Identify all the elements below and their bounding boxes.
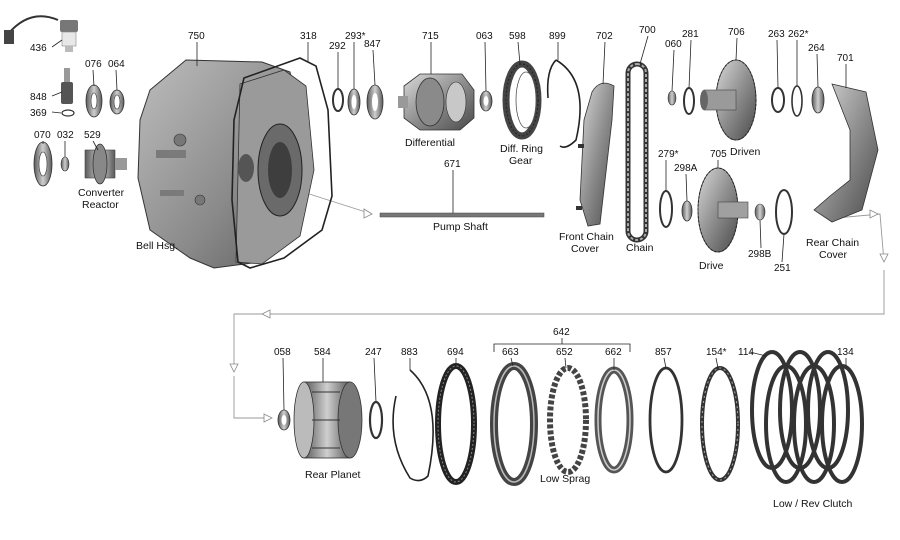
part-num-750: 750: [188, 31, 205, 42]
part-num-436: 436: [30, 43, 47, 54]
gasket-318: [231, 57, 333, 269]
flow-arrows: [229, 191, 889, 423]
driven-sprocket-706: [700, 59, 757, 141]
low-rev-clutch-pack: [750, 350, 864, 484]
part-num-064: 064: [108, 59, 125, 70]
converter-reactor-parts: [33, 141, 127, 187]
part-num-292: 292: [329, 41, 346, 52]
part-num-281: 281: [682, 29, 699, 40]
part-labels: Converter Reactor Bell Hsg. Differential…: [78, 137, 859, 510]
part-num-298a: 298A: [674, 163, 698, 174]
part-num-076: 076: [85, 59, 102, 70]
part-num-899: 899: [549, 31, 566, 42]
bearing-063: [479, 90, 493, 112]
label-low-rev-clutch: Low / Rev Clutch: [773, 498, 853, 510]
part-num-058: 058: [274, 347, 291, 358]
part-num-369: 369: [30, 108, 47, 119]
washers-292-293-847: [332, 84, 384, 120]
label-driven: Driven: [730, 146, 761, 158]
part-num-262: 262*: [788, 29, 809, 40]
part-num-060: 060: [665, 39, 682, 50]
label-rear-chain-cover-1: Rear Chain: [806, 237, 859, 249]
snap-ring-857: [648, 366, 684, 474]
label-pump-shaft: Pump Shaft: [433, 221, 488, 233]
part-num-318: 318: [300, 31, 317, 42]
part-num-298b: 298B: [748, 249, 772, 260]
part-num-662: 662: [605, 347, 622, 358]
part-num-706: 706: [728, 27, 745, 38]
part-num-032: 032: [57, 130, 74, 141]
snap-ring-883: [392, 369, 434, 482]
label-low-sprag: Low Sprag: [540, 473, 590, 485]
speed-sensor-436: [4, 15, 78, 52]
label-diff-ring-gear-1: Diff. Ring: [500, 143, 543, 155]
label-drive: Drive: [699, 260, 724, 272]
part-num-529: 529: [84, 130, 101, 141]
sensor-parts-848-369: [61, 68, 75, 117]
bearing-060-washer-281: [667, 87, 695, 115]
part-num-652: 652: [556, 347, 573, 358]
part-num-279: 279*: [658, 149, 679, 160]
rear-chain-cover-701: [813, 83, 879, 223]
part-num-705: 705: [710, 149, 727, 160]
part-num-847: 847: [364, 39, 381, 50]
front-chain-cover-702: [576, 82, 615, 227]
part-num-598: 598: [509, 31, 526, 42]
washer-247: [368, 400, 384, 440]
sprag-race-662: [594, 366, 634, 474]
snap-ring-899: [546, 59, 581, 148]
part-num-264: 264: [808, 43, 825, 54]
part-num-701: 701: [837, 53, 854, 64]
differential-715: [398, 73, 475, 131]
label-differential: Differential: [405, 137, 455, 149]
part-num-584: 584: [314, 347, 331, 358]
washers-263-262-bearing-264: [771, 85, 825, 117]
part-num-883: 883: [401, 347, 418, 358]
part-num-715: 715: [422, 31, 439, 42]
label-bell-hsg: Bell Hsg.: [136, 240, 178, 252]
low-sprag-652: [547, 365, 589, 475]
bearing-058: [277, 409, 291, 431]
drive-sprocket-705: [697, 167, 749, 253]
part-num-671: 671: [444, 159, 461, 170]
part-num-700: 700: [639, 25, 656, 36]
bearing-076-seal-064: [85, 84, 125, 118]
part-num-263: 263: [768, 29, 785, 40]
part-num-154: 154*: [706, 347, 727, 358]
part-num-134: 134: [837, 347, 854, 358]
part-num-251: 251: [774, 263, 791, 274]
part-num-663: 663: [502, 347, 519, 358]
sprag-race-663: [490, 362, 538, 486]
part-num-247: 247: [365, 347, 382, 358]
part-num-114: 114: [738, 347, 754, 358]
bell-housing-750: [137, 59, 315, 269]
part-num-063: 063: [476, 31, 493, 42]
label-chain: Chain: [626, 242, 654, 254]
leader-lines: [42, 35, 847, 411]
rear-planet-584: [293, 381, 363, 459]
pump-shaft-671: [379, 212, 545, 218]
label-rear-planet: Rear Planet: [305, 469, 361, 481]
clutch-plate-154: [700, 366, 740, 482]
part-num-642: 642: [553, 327, 570, 338]
chain-700: [625, 61, 649, 243]
diff-ring-gear-598: [502, 60, 542, 140]
part-num-848: 848: [30, 92, 47, 103]
label-converter-reactor-2: Reactor: [82, 199, 119, 211]
clutch-plate-694: [435, 363, 477, 485]
label-rear-chain-cover-2: Cover: [819, 249, 848, 261]
part-num-694: 694: [447, 347, 464, 358]
label-front-chain-cover-1: Front Chain: [559, 231, 614, 243]
label-converter-reactor-1: Converter: [78, 187, 125, 199]
label-front-chain-cover-2: Cover: [571, 243, 600, 255]
part-num-293: 293*: [345, 31, 366, 42]
part-num-070: 070: [34, 130, 51, 141]
part-numbers: 436 848 369 076 064 070 032 529 750 318 …: [30, 25, 854, 358]
part-num-857: 857: [655, 347, 672, 358]
part-num-702: 702: [596, 31, 613, 42]
label-diff-ring-gear-2: Gear: [509, 155, 533, 167]
